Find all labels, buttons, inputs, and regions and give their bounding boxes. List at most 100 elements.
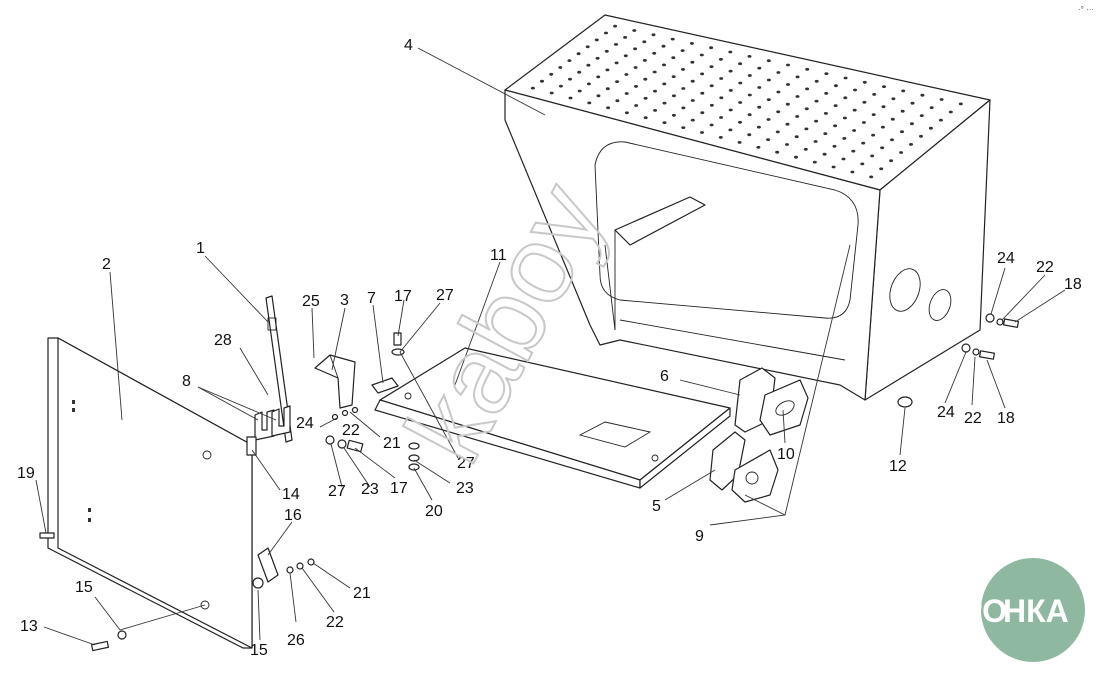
part-cover-panel [47, 337, 253, 649]
perforation-hole [738, 62, 743, 66]
perforation-hole [766, 138, 771, 142]
perforation-hole [833, 124, 838, 128]
logo-circle [981, 558, 1085, 662]
perforation-hole [850, 170, 855, 174]
label-part-11: 11 [490, 247, 507, 264]
perforation-hole [700, 111, 705, 115]
perforation-hole [709, 123, 714, 127]
perforation-hole [756, 125, 761, 129]
perforation-hole [890, 117, 895, 121]
perforation-hole [738, 101, 743, 104]
perforation-hole [662, 101, 667, 105]
perforation-hole [766, 118, 771, 121]
perforation-hole [869, 175, 874, 179]
perforation-hole [853, 88, 857, 92]
label-part-22-a: 22 [342, 422, 360, 439]
perforation-hole [577, 70, 582, 74]
label-part-18-a: 18 [1064, 276, 1082, 293]
perforation-hole [652, 70, 657, 74]
part-number-labels: 1 2 3 4 5 6 7 8 9 10 11 12 13 14 15 15 1… [17, 37, 1082, 659]
perforation-hole [824, 92, 829, 95]
perforation-hole [634, 104, 639, 107]
perforation-hole [747, 74, 752, 77]
perforation-hole [757, 105, 762, 109]
part-base-plate [374, 347, 731, 489]
perforation-hole [852, 108, 857, 112]
perforation-hole [919, 114, 924, 117]
perforation-hole [585, 45, 590, 49]
perforation-hole [756, 145, 761, 149]
label-part-2: 2 [102, 256, 111, 273]
perforation-hole [709, 46, 714, 50]
perforation-hole [786, 63, 790, 67]
perforation-hole [889, 159, 894, 163]
label-part-22-b: 22 [326, 614, 344, 631]
perforation-hole [879, 167, 884, 171]
perforation-hole [843, 76, 848, 80]
brand-logo: АГРО НКА [920, 558, 1085, 662]
perforation-hole [568, 96, 573, 100]
perforation-hole [623, 36, 628, 39]
perforation-hole [881, 105, 886, 109]
perforation-hole [719, 77, 724, 80]
perforation-hole [642, 59, 647, 62]
perforation-hole [776, 110, 781, 114]
perforation-hole [861, 121, 866, 124]
label-part-9: 9 [695, 528, 704, 545]
perforation-hole [757, 66, 762, 70]
perforation-hole [812, 160, 817, 164]
label-part-28: 28 [214, 332, 232, 349]
part-bracket [314, 354, 356, 409]
perforation-hole [643, 77, 648, 81]
perforation-hole [900, 109, 905, 113]
label-part-7: 7 [367, 290, 376, 307]
perforation-hole [671, 113, 676, 117]
perforation-hole [540, 79, 544, 83]
perforation-hole [909, 122, 914, 126]
perforation-hole [653, 89, 657, 93]
perforation-hole [880, 146, 885, 150]
perforation-hole [891, 97, 896, 101]
perforation-hole [718, 136, 723, 139]
perforation-hole [576, 52, 581, 56]
perforation-hole [851, 149, 856, 153]
label-part-4: 4 [404, 37, 413, 54]
perforation-hole [948, 110, 953, 114]
perforation-hole [670, 37, 675, 41]
perforation-hole [766, 98, 771, 101]
perforation-hole [805, 67, 810, 71]
perforation-hole [719, 96, 724, 100]
label-part-12: 12 [889, 458, 907, 475]
perforation-hole [586, 82, 591, 86]
label-part-10: 10 [777, 446, 795, 463]
perforation-hole [919, 134, 923, 138]
perforation-hole [700, 91, 705, 95]
perforation-hole [577, 89, 582, 93]
label-part-25: 25 [302, 293, 320, 310]
perforation-hole [586, 63, 591, 67]
perforation-hole [652, 51, 657, 55]
perforation-hole [880, 125, 885, 129]
perforation-hole [596, 94, 601, 98]
perforation-hole [718, 57, 723, 61]
housing-perforations [530, 24, 963, 179]
perforation-hole [822, 152, 827, 156]
perforation-hole [747, 93, 752, 97]
label-part-23-a: 23 [361, 481, 379, 498]
perforation-hole [634, 85, 638, 88]
perforation-hole [814, 79, 819, 83]
part-hinge-block [246, 436, 257, 456]
perforation-hole [831, 165, 836, 169]
label-part-24-b: 24 [997, 250, 1015, 267]
perforation-hole [929, 106, 934, 109]
perforation-hole [814, 99, 819, 103]
perforation-hole [604, 49, 609, 53]
perforation-hole [642, 40, 647, 44]
perforation-hole [651, 33, 656, 37]
perforation-hole [596, 75, 601, 79]
logo-text-right: НКА [1003, 593, 1069, 629]
perforation-hole [605, 87, 610, 91]
label-part-18-b: 18 [997, 410, 1015, 427]
